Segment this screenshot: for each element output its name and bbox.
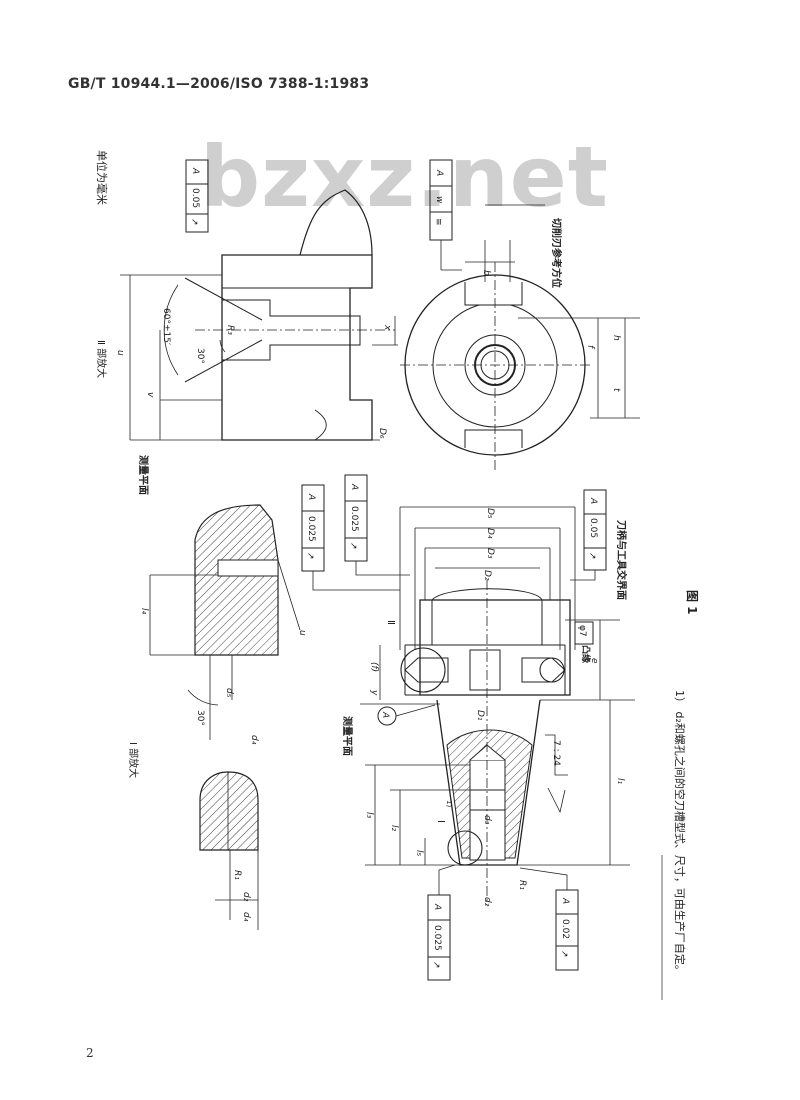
tol-6-symbol: ↗	[431, 961, 441, 969]
tol-5-symbol: ↗	[587, 552, 597, 560]
dim-l3: l₃	[364, 812, 374, 819]
dim-v: v	[145, 392, 155, 398]
dim-d4-lower: d₄	[241, 912, 251, 922]
detail-I-title: Ⅰ 部放大	[127, 742, 140, 778]
dim-f: f	[585, 345, 595, 350]
dim-l5: l₅	[414, 850, 424, 857]
dim-D4: D₄	[485, 528, 495, 539]
dim-R3: R₃	[225, 325, 235, 335]
tolerance-frame-5: A 0.05 ↗	[570, 489, 607, 581]
socket-label: 凸缘	[580, 645, 592, 663]
dim-D2: D₂	[482, 570, 492, 581]
detail-II-marker: Ⅱ	[385, 620, 396, 625]
tolerance-frame-6: A 0.025 ↗	[427, 864, 456, 981]
tol-5-value: 0.05	[588, 518, 598, 538]
tol-3-value: 0.025	[306, 516, 316, 542]
phi7-label: φ7	[577, 625, 587, 637]
dim-D1: D₁	[475, 710, 485, 721]
figure-caption: 图 1	[685, 590, 699, 615]
dim-u: u	[115, 350, 125, 356]
flange-interface-label: 刀柄与工具交界面	[615, 520, 628, 600]
tol-4-symbol: ↗	[348, 542, 358, 550]
watermark: bzxz.net	[200, 128, 609, 226]
tol-7-symbol: ↗	[559, 950, 569, 958]
tol-2-symbol: ≡	[433, 218, 443, 226]
tol-2-datum: A	[434, 169, 444, 176]
dim-u-mark: u	[297, 630, 307, 636]
dim-angle-30: 30°	[195, 348, 205, 364]
tolerance-frame-3: A 0.025 ↗	[301, 484, 400, 591]
tol-2-value: w	[434, 196, 444, 204]
unit-note: 单位为毫米	[95, 150, 109, 205]
tolerance-frame-1: A 0.05 ↗	[185, 159, 209, 233]
dim-angle-30b: 30°	[195, 710, 205, 726]
dim-l4-upper: l₄	[139, 608, 149, 615]
dim-R1: R₁	[232, 870, 242, 880]
tolerance-frame-phi7: φ7	[574, 621, 594, 645]
dim-y: y	[369, 689, 379, 696]
gauge-plane-label: 测量平面	[341, 716, 354, 756]
dim-d2: d₂	[241, 892, 251, 902]
dim-d2-main: d₂	[482, 897, 492, 907]
dim-e: e	[589, 658, 599, 664]
dim-D3: D₃	[485, 548, 495, 559]
main-toolholder-drawing	[360, 506, 635, 905]
tol-3-symbol: ↗	[305, 552, 315, 560]
cutting-edge-ref-label: 切削刃参考方位	[550, 218, 563, 288]
footnote-marker: 1)	[445, 800, 453, 807]
dim-x: x	[382, 324, 392, 331]
dim-t: t	[611, 388, 621, 392]
detail-II-title: Ⅱ 部放大	[95, 340, 108, 378]
dim-l2: l₂	[389, 825, 399, 832]
tolerance-frame-7: A 0.02 ↗	[519, 867, 579, 971]
tol-4-value: 0.025	[349, 506, 359, 532]
tol-1-symbol: ↗	[189, 218, 199, 226]
detail-I-marker: Ⅰ	[435, 820, 446, 823]
gauge-plane-label-top: 测量平面	[137, 455, 150, 495]
tol-7-datum: A	[560, 897, 570, 904]
flange-end-view	[400, 204, 640, 470]
tolerance-frame-2: A w ≡	[429, 159, 462, 271]
tol-7-value: 0.02	[560, 919, 570, 939]
dim-R1-main: R₁	[517, 880, 527, 890]
dim-angle-60: 60°±15′	[161, 308, 171, 345]
taper-ratio: 7 : 24	[551, 740, 561, 766]
dim-d4: d₄	[249, 735, 259, 745]
dim-b: b	[481, 270, 491, 276]
detail-II-drawing	[120, 189, 398, 441]
detail-I-upper-drawing	[149, 504, 301, 740]
datum-A-label: A	[380, 711, 390, 718]
tol-5-datum: A	[588, 497, 598, 504]
tol-4-datum: A	[349, 483, 359, 490]
dim-d5: d₅	[224, 688, 234, 698]
tol-1-datum: A	[190, 167, 200, 174]
standard-code-header: GB/T 10944.1—2006/ISO 7388-1:1983	[68, 76, 370, 92]
tol-1-value: 0.05	[190, 188, 200, 208]
dim-D6: D₆	[377, 428, 387, 439]
dim-h: h	[611, 335, 621, 341]
tol-6-datum: A	[432, 903, 442, 910]
tol-6-value: 0.025	[432, 925, 442, 951]
dim-f-paren: (f)	[369, 662, 379, 672]
tolerance-frame-4: A 0.025 ↗	[344, 474, 410, 576]
footnote-text: 1） d₂和螺孔之间的空刀槽型式、尺寸，可由生产厂自定。	[673, 690, 687, 976]
dim-D5: D₅	[485, 508, 495, 519]
detail-I-lower-drawing	[199, 771, 259, 930]
dim-l1: l₁	[615, 778, 625, 785]
tol-3-datum: A	[306, 493, 316, 500]
dim-d3: d₃	[482, 815, 492, 825]
page-number: 2	[86, 1046, 94, 1060]
